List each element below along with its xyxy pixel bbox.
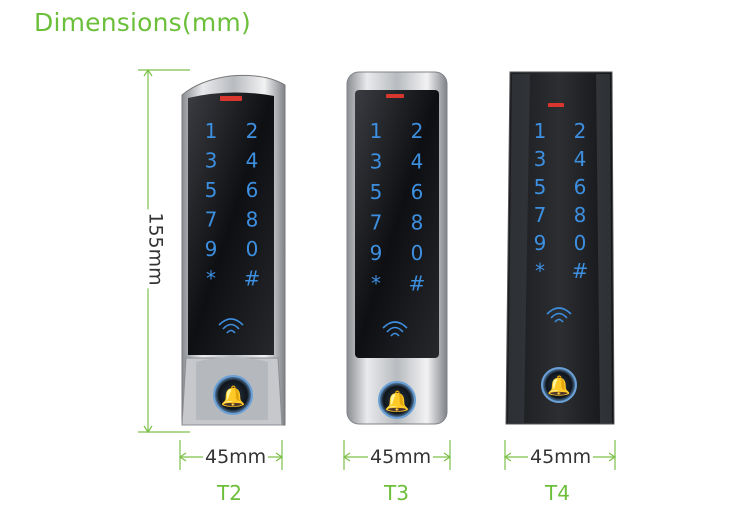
- t3-key-2: 2: [411, 119, 424, 143]
- t4-key-9: 9: [534, 231, 547, 255]
- t3-key-#: #: [409, 272, 426, 296]
- svg-text:🔔: 🔔: [547, 375, 571, 397]
- t4-key-3: 3: [534, 147, 547, 171]
- t4-key-7: 7: [534, 203, 547, 227]
- t3-key-7: 7: [370, 211, 383, 235]
- t4-key-8: 8: [574, 203, 587, 227]
- t2-key-4: 4: [246, 149, 259, 173]
- t3-key-8: 8: [411, 211, 424, 235]
- t2-key-6: 6: [246, 178, 259, 202]
- t2-key-#: #: [244, 267, 261, 291]
- t3-width-label: 45mm: [368, 446, 434, 468]
- t4-key-5: 5: [534, 175, 547, 199]
- t3-key-3: 3: [370, 150, 383, 174]
- t3-key-*: *: [371, 272, 381, 296]
- device-t2: 🔔: [181, 74, 286, 426]
- t4-key-#: #: [572, 259, 589, 283]
- device-t4: 🔔: [505, 71, 615, 425]
- t2-key-8: 8: [246, 208, 259, 232]
- t2-key-0: 0: [246, 237, 259, 261]
- t4-key-6: 6: [574, 175, 587, 199]
- t3-key-5: 5: [370, 180, 383, 204]
- t4-key-0: 0: [574, 231, 587, 255]
- t3-key-1: 1: [370, 119, 383, 143]
- page-title: Dimensions(mm): [34, 8, 251, 37]
- t2-key-5: 5: [205, 178, 218, 202]
- wifi-icon: [218, 318, 244, 326]
- t2-model-label: T2: [217, 481, 242, 505]
- t4-key-*: *: [535, 259, 545, 283]
- t2-key-3: 3: [205, 149, 218, 173]
- t4-key-1: 1: [534, 119, 547, 143]
- t3-key-4: 4: [411, 150, 424, 174]
- t3-key-0: 0: [411, 241, 424, 265]
- t4-model-label: T4: [545, 481, 570, 505]
- t2-key-1: 1: [205, 119, 218, 143]
- height-dimension-label: 155mm: [144, 209, 167, 289]
- t3-key-9: 9: [370, 241, 383, 265]
- t4-key-2: 2: [574, 119, 587, 143]
- t4-key-4: 4: [574, 147, 587, 171]
- t2-key-7: 7: [205, 208, 218, 232]
- t4-width-label: 45mm: [528, 446, 594, 468]
- t2-key-2: 2: [246, 119, 259, 143]
- t3-key-6: 6: [411, 180, 424, 204]
- t2-key-*: *: [206, 267, 216, 291]
- t2-key-9: 9: [205, 237, 218, 261]
- svg-text:🔔: 🔔: [385, 389, 410, 413]
- t3-model-label: T3: [384, 481, 409, 505]
- bell-icon: 🔔: [221, 384, 246, 408]
- t2-width-label: 45mm: [203, 446, 269, 468]
- device-t3: 🔔: [346, 71, 448, 425]
